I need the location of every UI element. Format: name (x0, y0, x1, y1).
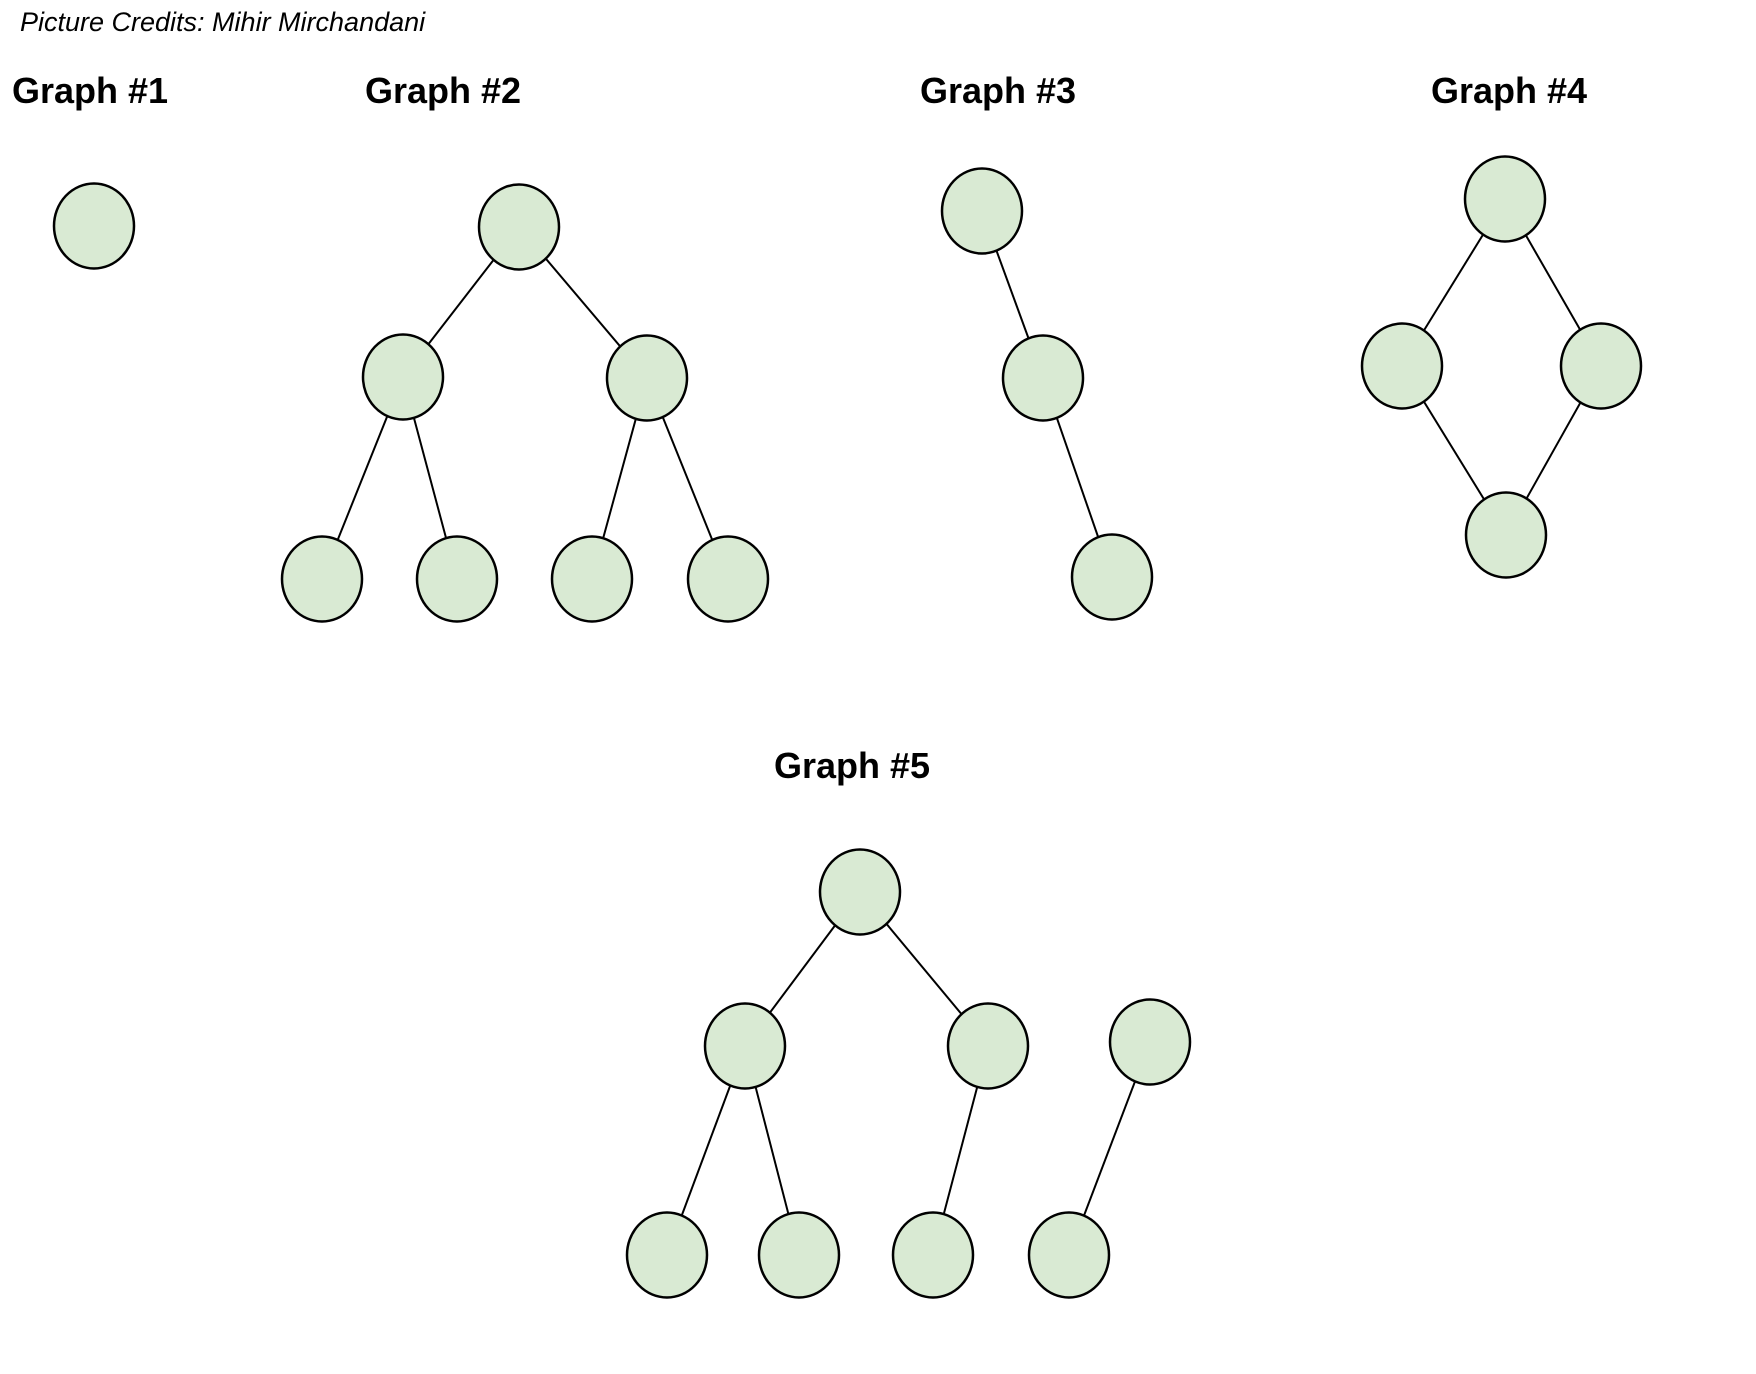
graph-node (625, 1211, 709, 1299)
graph-node (757, 1211, 841, 1299)
graph-node (703, 1002, 787, 1090)
graph-title-2: Graph #2 (364, 70, 522, 111)
graph-title-3: Graph #3 (919, 70, 1077, 111)
graph-node (1001, 334, 1085, 422)
graph-node (1070, 533, 1154, 621)
graph-2 (280, 183, 770, 623)
graph-1 (52, 182, 136, 270)
graph-node (1027, 1211, 1111, 1299)
graph-5 (625, 848, 1192, 1299)
graph-title-4: Graph #4 (1430, 70, 1588, 111)
graph-node (686, 535, 770, 623)
graph-node (52, 182, 136, 270)
graph-node (415, 535, 499, 623)
graph-node (891, 1211, 975, 1299)
graph-title-1: Graph #1 (11, 70, 169, 111)
graph-node (940, 167, 1024, 255)
graph-node (477, 183, 561, 271)
graph-node (946, 1002, 1030, 1090)
graph-node (1108, 998, 1192, 1086)
graph-node (1559, 322, 1643, 410)
graph-node (280, 535, 364, 623)
graph-title-5: Graph #5 (773, 745, 931, 786)
graph-node (1464, 491, 1548, 579)
graph-4 (1360, 155, 1643, 579)
graph-node (1463, 155, 1547, 243)
graph-node (818, 848, 902, 936)
graph-node (361, 333, 445, 421)
graph-node (605, 334, 689, 422)
graph-node (550, 535, 634, 623)
graph-node (1360, 322, 1444, 410)
graph-3 (940, 167, 1154, 621)
picture-credit: Picture Credits: Mihir Mirchandani (20, 7, 426, 37)
